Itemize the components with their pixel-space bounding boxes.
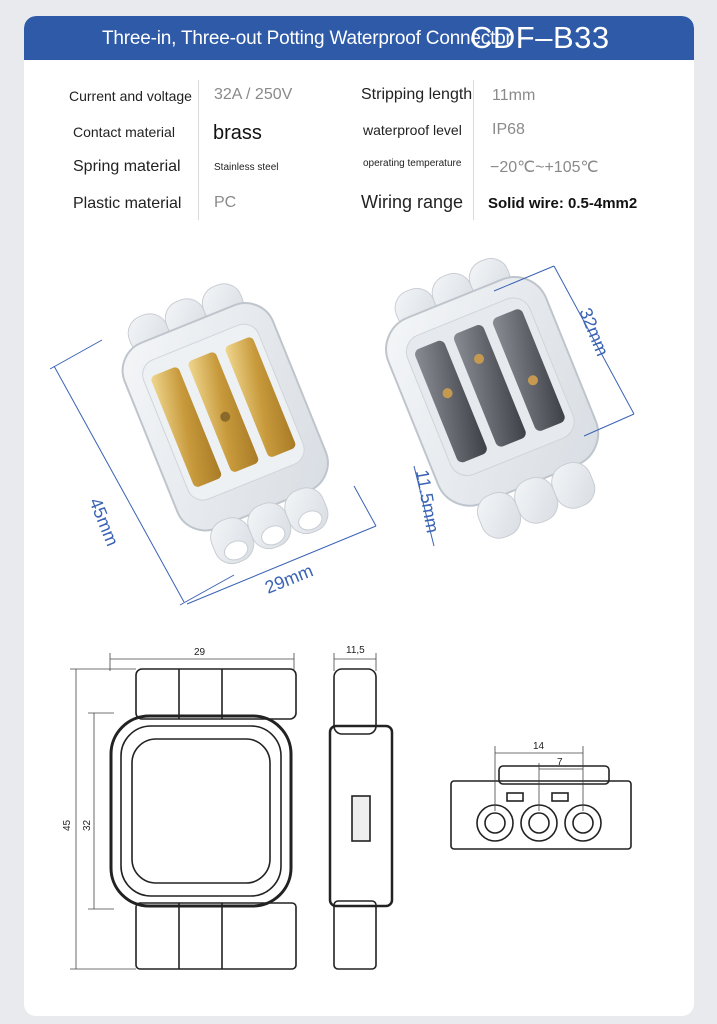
spec-value-spring: Stainless steel <box>214 162 279 173</box>
dim-left-width: 29mm <box>262 560 316 597</box>
spec-value-plastic: PC <box>214 194 237 211</box>
spec-value-waterproof: IP68 <box>492 121 525 138</box>
spec-value-wiring: Solid wire: 0.5-4mm2 <box>488 195 638 212</box>
spec-divider <box>473 80 474 220</box>
banner-title: Three-in, Three-out Potting Waterproof C… <box>102 28 512 49</box>
dim-right-length: 32mm <box>575 305 612 359</box>
spec-value-current: 32A / 250V <box>214 86 293 103</box>
end-view-drawing <box>450 765 632 850</box>
front-view-drawing <box>109 668 297 970</box>
spec-label-wiring: Wiring range <box>361 192 464 212</box>
spec-value-contact: brass <box>213 122 262 144</box>
dim-outer-height: 45 <box>62 819 73 831</box>
dim-end-half: 7 <box>557 757 563 768</box>
spec-label-plastic: Plastic material <box>73 195 182 212</box>
dim-side-thickness: 11,5 <box>346 645 365 656</box>
spec-value-temperature: −20℃~+105℃ <box>490 159 599 176</box>
spec-table: Current and voltage 32A / 250V Stripping… <box>24 78 694 238</box>
dim-left-height: 45mm <box>85 495 122 549</box>
spec-label-stripping: Stripping length <box>361 86 473 103</box>
photo-dimension-lines <box>49 265 635 606</box>
technical-drawings: 29 45 32 11,5 <box>24 631 694 991</box>
dim-inner-height: 32 <box>82 819 93 831</box>
connector-photo-steel <box>385 257 600 539</box>
spec-label-waterproof: waterproof level <box>363 122 462 138</box>
product-card: Three-in, Three-out Potting Waterproof C… <box>24 16 694 1016</box>
spec-label-temperature: operating temperature <box>363 158 462 169</box>
end-view-dims <box>494 746 584 811</box>
spec-value-stripping: 11mm <box>492 87 536 104</box>
photo-svg: 45mm 29mm 32mm 11.5mm <box>49 257 635 606</box>
spec-label-current: Current and voltage <box>69 88 192 104</box>
front-view-dims <box>70 653 295 970</box>
model-number: CDF–B33 <box>470 20 610 55</box>
side-view-drawing <box>328 668 394 970</box>
dim-end-total: 14 <box>533 741 545 752</box>
side-view-dims <box>333 653 377 671</box>
connector-photo-brass <box>121 283 329 565</box>
drawing-svg: 29 45 32 11,5 <box>62 645 632 970</box>
dim-front-width: 29 <box>194 647 206 658</box>
spec-label-spring: Spring material <box>73 158 181 175</box>
spec-label-contact: Contact material <box>73 124 175 140</box>
spec-divider <box>198 80 199 220</box>
product-photos: 45mm 29mm 32mm 11.5mm <box>24 246 694 626</box>
title-banner: Three-in, Three-out Potting Waterproof C… <box>24 16 694 60</box>
